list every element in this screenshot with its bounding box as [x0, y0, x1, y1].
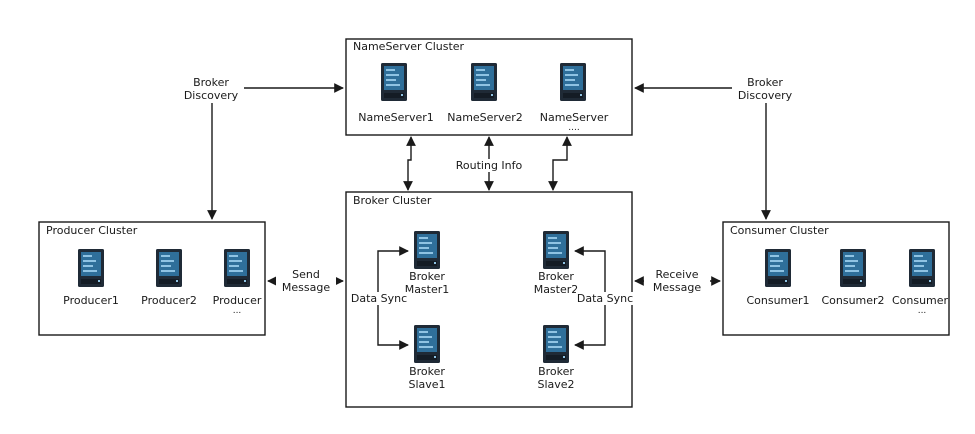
data-sync-left-label: Data Sync — [350, 292, 408, 305]
broker-slave1-line1: Broker — [409, 365, 445, 378]
nameserver-ellipsis: .... — [568, 123, 580, 133]
producer-ellipsis: ... — [232, 306, 242, 316]
broker-master1-label: Broker Master1 — [397, 270, 457, 296]
server-icon — [414, 231, 440, 269]
server-icon — [560, 63, 586, 101]
server-icon — [840, 249, 866, 287]
broker-slave2-label: Broker Slave2 — [526, 365, 586, 391]
nameserver-node-label: NameServer — [539, 111, 609, 124]
server-icon — [414, 325, 440, 363]
send-message-line1: Send — [292, 268, 320, 281]
consumer-node-label: Consumer2 — [821, 294, 885, 307]
consumer-ellipsis: ... — [917, 306, 927, 316]
server-icon — [156, 249, 182, 287]
server-icon — [78, 249, 104, 287]
broker-slave2-line1: Broker — [538, 365, 574, 378]
broker-master2-label: Broker Master2 — [526, 270, 586, 296]
consumer-node-label: Consumer1 — [746, 294, 810, 307]
receive-message-line1: Receive — [655, 268, 699, 281]
broker-discovery-right-line2: Discovery — [737, 89, 793, 102]
broker-slave1-label: Broker Slave1 — [397, 365, 457, 391]
producer-node-label: Producer — [212, 294, 262, 307]
broker-discovery-left-label: Broker Discovery — [178, 76, 244, 102]
producer-node-label: Producer1 — [63, 294, 119, 307]
server-icon — [765, 249, 791, 287]
server-icon — [471, 63, 497, 101]
receive-message-label: Receive Message — [644, 268, 710, 294]
data-sync-right-label: Data Sync — [576, 292, 634, 305]
producer-cluster-title: Producer Cluster — [46, 224, 138, 237]
broker-slave1-line2: Slave1 — [408, 378, 446, 391]
send-message-label: Send Message — [276, 268, 336, 294]
server-icon — [224, 249, 250, 287]
broker-discovery-right-line1: Broker — [747, 76, 783, 89]
routing-info-label: Routing Info — [449, 159, 529, 172]
broker-master1-line2: Master1 — [404, 283, 450, 296]
server-icon — [543, 325, 569, 363]
nameserver-node-label: NameServer2 — [447, 111, 523, 124]
server-icon — [543, 231, 569, 269]
consumer-cluster-title: Consumer Cluster — [730, 224, 829, 237]
broker-master1-line1: Broker — [409, 270, 445, 283]
receive-message-line2: Message — [652, 281, 702, 294]
consumer-cluster-box — [722, 221, 950, 336]
consumer-node-label: Consumer — [891, 294, 949, 307]
nameserver-cluster-box — [345, 38, 633, 136]
nameserver-node-label: NameServer1 — [358, 111, 434, 124]
broker-discovery-right-label: Broker Discovery — [732, 76, 798, 102]
server-icon — [909, 249, 935, 287]
broker-cluster-title: Broker Cluster — [353, 194, 432, 207]
producer-cluster-box — [38, 221, 266, 336]
broker-slave2-line2: Slave2 — [537, 378, 575, 391]
send-message-line2: Message — [281, 281, 331, 294]
broker-master2-line1: Broker — [538, 270, 574, 283]
routing-arrow-left — [403, 136, 416, 191]
server-icon — [381, 63, 407, 101]
broker-master2-line2: Master2 — [533, 283, 579, 296]
routing-arrow-right — [548, 136, 572, 191]
nameserver-cluster-title: NameServer Cluster — [353, 40, 465, 53]
producer-node-label: Producer2 — [141, 294, 197, 307]
broker-discovery-left-line2: Discovery — [183, 89, 239, 102]
broker-discovery-left-line1: Broker — [193, 76, 229, 89]
